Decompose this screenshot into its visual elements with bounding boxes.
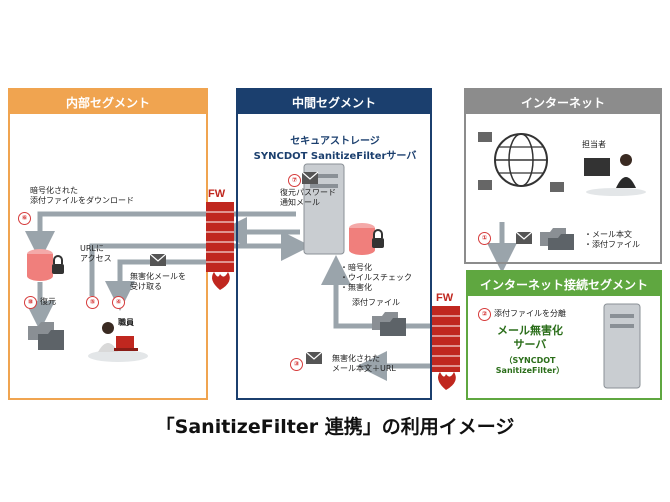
step-5-badge: ⑤ <box>86 296 99 309</box>
url-access-label: URLに アクセス <box>80 244 112 264</box>
download-line2: 添付ファイルをダウンロード <box>30 196 134 205</box>
internet-connect-segment: インターネット接続セグメント <box>466 270 662 400</box>
secure-storage-title-line1: セキュアストレージ <box>290 136 380 147</box>
firewall-left-icon <box>206 202 234 290</box>
person-in-charge-label: 担当者 <box>582 140 606 149</box>
internet-segment-header: インターネット <box>466 90 660 114</box>
staff-label: 職員 <box>118 318 134 327</box>
sanitized-mail-label: 無害化された メール本文＋URL <box>332 354 396 374</box>
mail-sanitize-line3: （SYNCDOT <box>504 356 556 365</box>
internal-segment-header: 内部セグメント <box>10 90 206 114</box>
step-2-badge: ② <box>478 308 491 321</box>
step-6-badge: ⑥ <box>18 212 31 225</box>
mail-sanitize-server-icon <box>603 303 641 389</box>
mail-icon <box>515 231 533 244</box>
globe-network-icon <box>478 132 564 192</box>
step-3-badge: ③ <box>290 358 303 371</box>
mail-sanitize-server-title: メール無害化 サーバ <box>468 324 592 352</box>
attachment-label: 添付ファイル <box>352 298 400 307</box>
password-mail-label: 復元パスワード 通知メール <box>280 188 336 208</box>
mail-icon <box>305 351 323 364</box>
staff-person-icon <box>88 322 148 362</box>
receive-mail-line1: 無害化メールを <box>130 272 186 281</box>
firewall-right-icon <box>432 306 460 390</box>
internet-segment: インターネット <box>464 88 662 264</box>
receive-mail-label: 無害化メールを 受け取る <box>130 272 186 292</box>
incoming-mail-contents: ・メール本文 ・添付ファイル <box>584 230 640 250</box>
person-in-charge-icon <box>584 154 646 196</box>
middle-segment: 中間セグメント <box>236 88 432 400</box>
incoming-mail-attachment: ・添付ファイル <box>584 240 640 249</box>
encrypted-database-icon <box>349 223 384 255</box>
step-7-badge: ⑦ <box>288 174 301 187</box>
restored-folder-icon <box>28 322 64 350</box>
downloaded-database-icon <box>27 249 64 281</box>
step-4-badge: ④ <box>112 296 125 309</box>
restore-label: 復元 <box>40 297 56 306</box>
mail-icon <box>301 171 319 184</box>
firewall-right-label: FW <box>436 292 454 304</box>
download-line1: 暗号化された <box>30 186 78 195</box>
split-attachment-label: 添付ファイルを分離 <box>494 309 566 318</box>
mail-icon <box>149 253 167 266</box>
firewall-left-label: FW <box>208 188 226 200</box>
mail-sanitize-line2: サーバ <box>513 338 547 351</box>
arrow-step-4 <box>105 259 210 311</box>
step-1-badge: ① <box>478 232 491 245</box>
diagram-caption: 「SanitizeFilter 連携」の利用イメージ <box>155 416 515 438</box>
sanitized-mail-line2: メール本文＋URL <box>332 364 396 373</box>
incoming-mail-body: ・メール本文 <box>584 230 632 239</box>
secure-storage-title-line2: SYNCDOT SanitizeFilterサーバ <box>253 151 417 162</box>
sanitized-mail-line1: 無害化された <box>332 354 380 363</box>
process-virus-check: ・ウイルスチェック <box>340 273 412 282</box>
process-sanitize: ・無害化 <box>340 283 372 292</box>
middle-segment-header: 中間セグメント <box>238 90 430 114</box>
url-access-line1: URLに <box>80 244 104 253</box>
process-list: ・暗号化 ・ウイルスチェック ・無害化 <box>340 263 412 293</box>
mail-sanitize-line1: メール無害化 <box>497 324 563 337</box>
process-encrypt: ・暗号化 <box>340 263 372 272</box>
attachment-folder-icon <box>540 228 574 250</box>
download-label: 暗号化された 添付ファイルをダウンロード <box>30 186 134 206</box>
mail-sanitize-product: （SYNCDOT SanitizeFilter） <box>468 356 592 376</box>
storage-server-icon <box>303 163 345 255</box>
password-mail-line2: 通知メール <box>280 198 320 207</box>
folder-icon <box>372 312 406 336</box>
url-access-line2: アクセス <box>80 254 112 263</box>
secure-storage-title: セキュアストレージ SYNCDOT SanitizeFilterサーバ <box>238 132 432 162</box>
password-mail-line1: 復元パスワード <box>280 188 336 197</box>
internet-connect-segment-header: インターネット接続セグメント <box>468 272 660 296</box>
receive-mail-line2: 受け取る <box>130 282 162 291</box>
step-8-badge: ⑧ <box>24 296 37 309</box>
mail-sanitize-line4: SanitizeFilter） <box>495 366 565 375</box>
